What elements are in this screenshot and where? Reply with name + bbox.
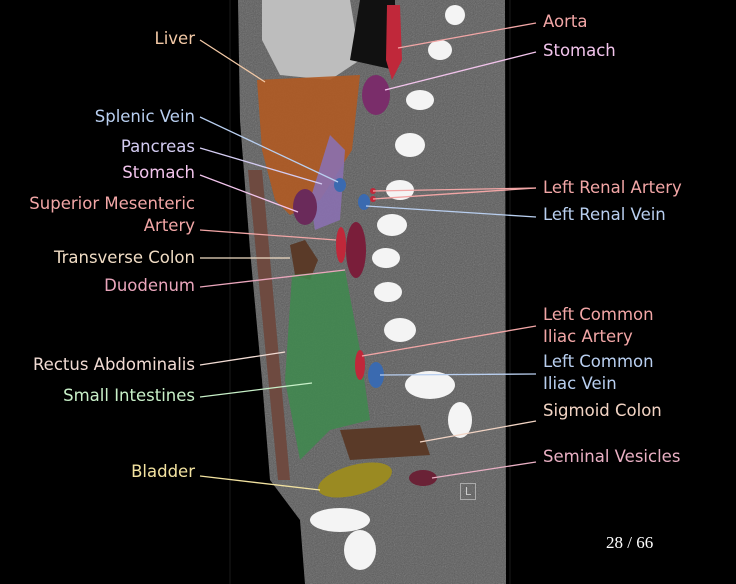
aorta-region: [386, 5, 402, 80]
label-aorta: Aorta: [543, 12, 588, 31]
label-rectus-abdominalis: Rectus Abdominalis: [32, 355, 195, 374]
left-common-iliac-vein-region: [368, 362, 384, 388]
label-left-common-iliac-artery: Left Common Iliac Artery: [543, 305, 654, 346]
label-left-renal-vein: Left Renal Vein: [543, 205, 666, 224]
label-seminal-vesicles: Seminal Vesicles: [543, 447, 681, 466]
label-stomach-right: Stomach: [543, 41, 616, 60]
label-liver: Liver: [154, 29, 195, 48]
label-small-intestines: Small Intestines: [63, 386, 195, 405]
left-renal-vein-region: [358, 194, 370, 210]
label-pancreas: Pancreas: [120, 137, 195, 156]
orientation-marker: L: [460, 483, 476, 500]
label-sigmoid-colon: Sigmoid Colon: [543, 401, 662, 420]
label-transverse-colon: Transverse Colon: [53, 248, 195, 267]
label-bladder: Bladder: [131, 462, 195, 481]
pancreas-region: [310, 135, 345, 230]
splenic-vein-region: [334, 178, 346, 192]
duodenum-region: [346, 222, 366, 278]
leader-lines: [199, 22, 537, 491]
stomach-region: [362, 75, 390, 115]
spine: [310, 5, 472, 570]
label-duodenum: Duodenum: [104, 276, 195, 295]
slice-counter: 28 / 66: [606, 533, 654, 552]
label-splenic-vein: Splenic Vein: [94, 107, 195, 126]
sigmoid-colon-region: [340, 425, 430, 460]
bladder-region: [318, 462, 392, 498]
sma-region: [336, 227, 346, 263]
left-common-iliac-artery-region: [355, 350, 365, 380]
label-left-common-iliac-vein: Left Common Iliac Vein: [543, 352, 654, 393]
liver-region: [257, 75, 360, 215]
small-intestines-region: [285, 270, 370, 460]
label-superior-mesenteric-artery: Superior Mesenteric Artery: [29, 194, 195, 235]
seminal-vesicles-region: [409, 470, 437, 486]
stomach-region-2: [293, 189, 317, 225]
label-left-renal-artery: Left Renal Artery: [543, 178, 682, 197]
transverse-colon-region: [290, 240, 318, 280]
label-stomach: Stomach: [122, 163, 195, 182]
